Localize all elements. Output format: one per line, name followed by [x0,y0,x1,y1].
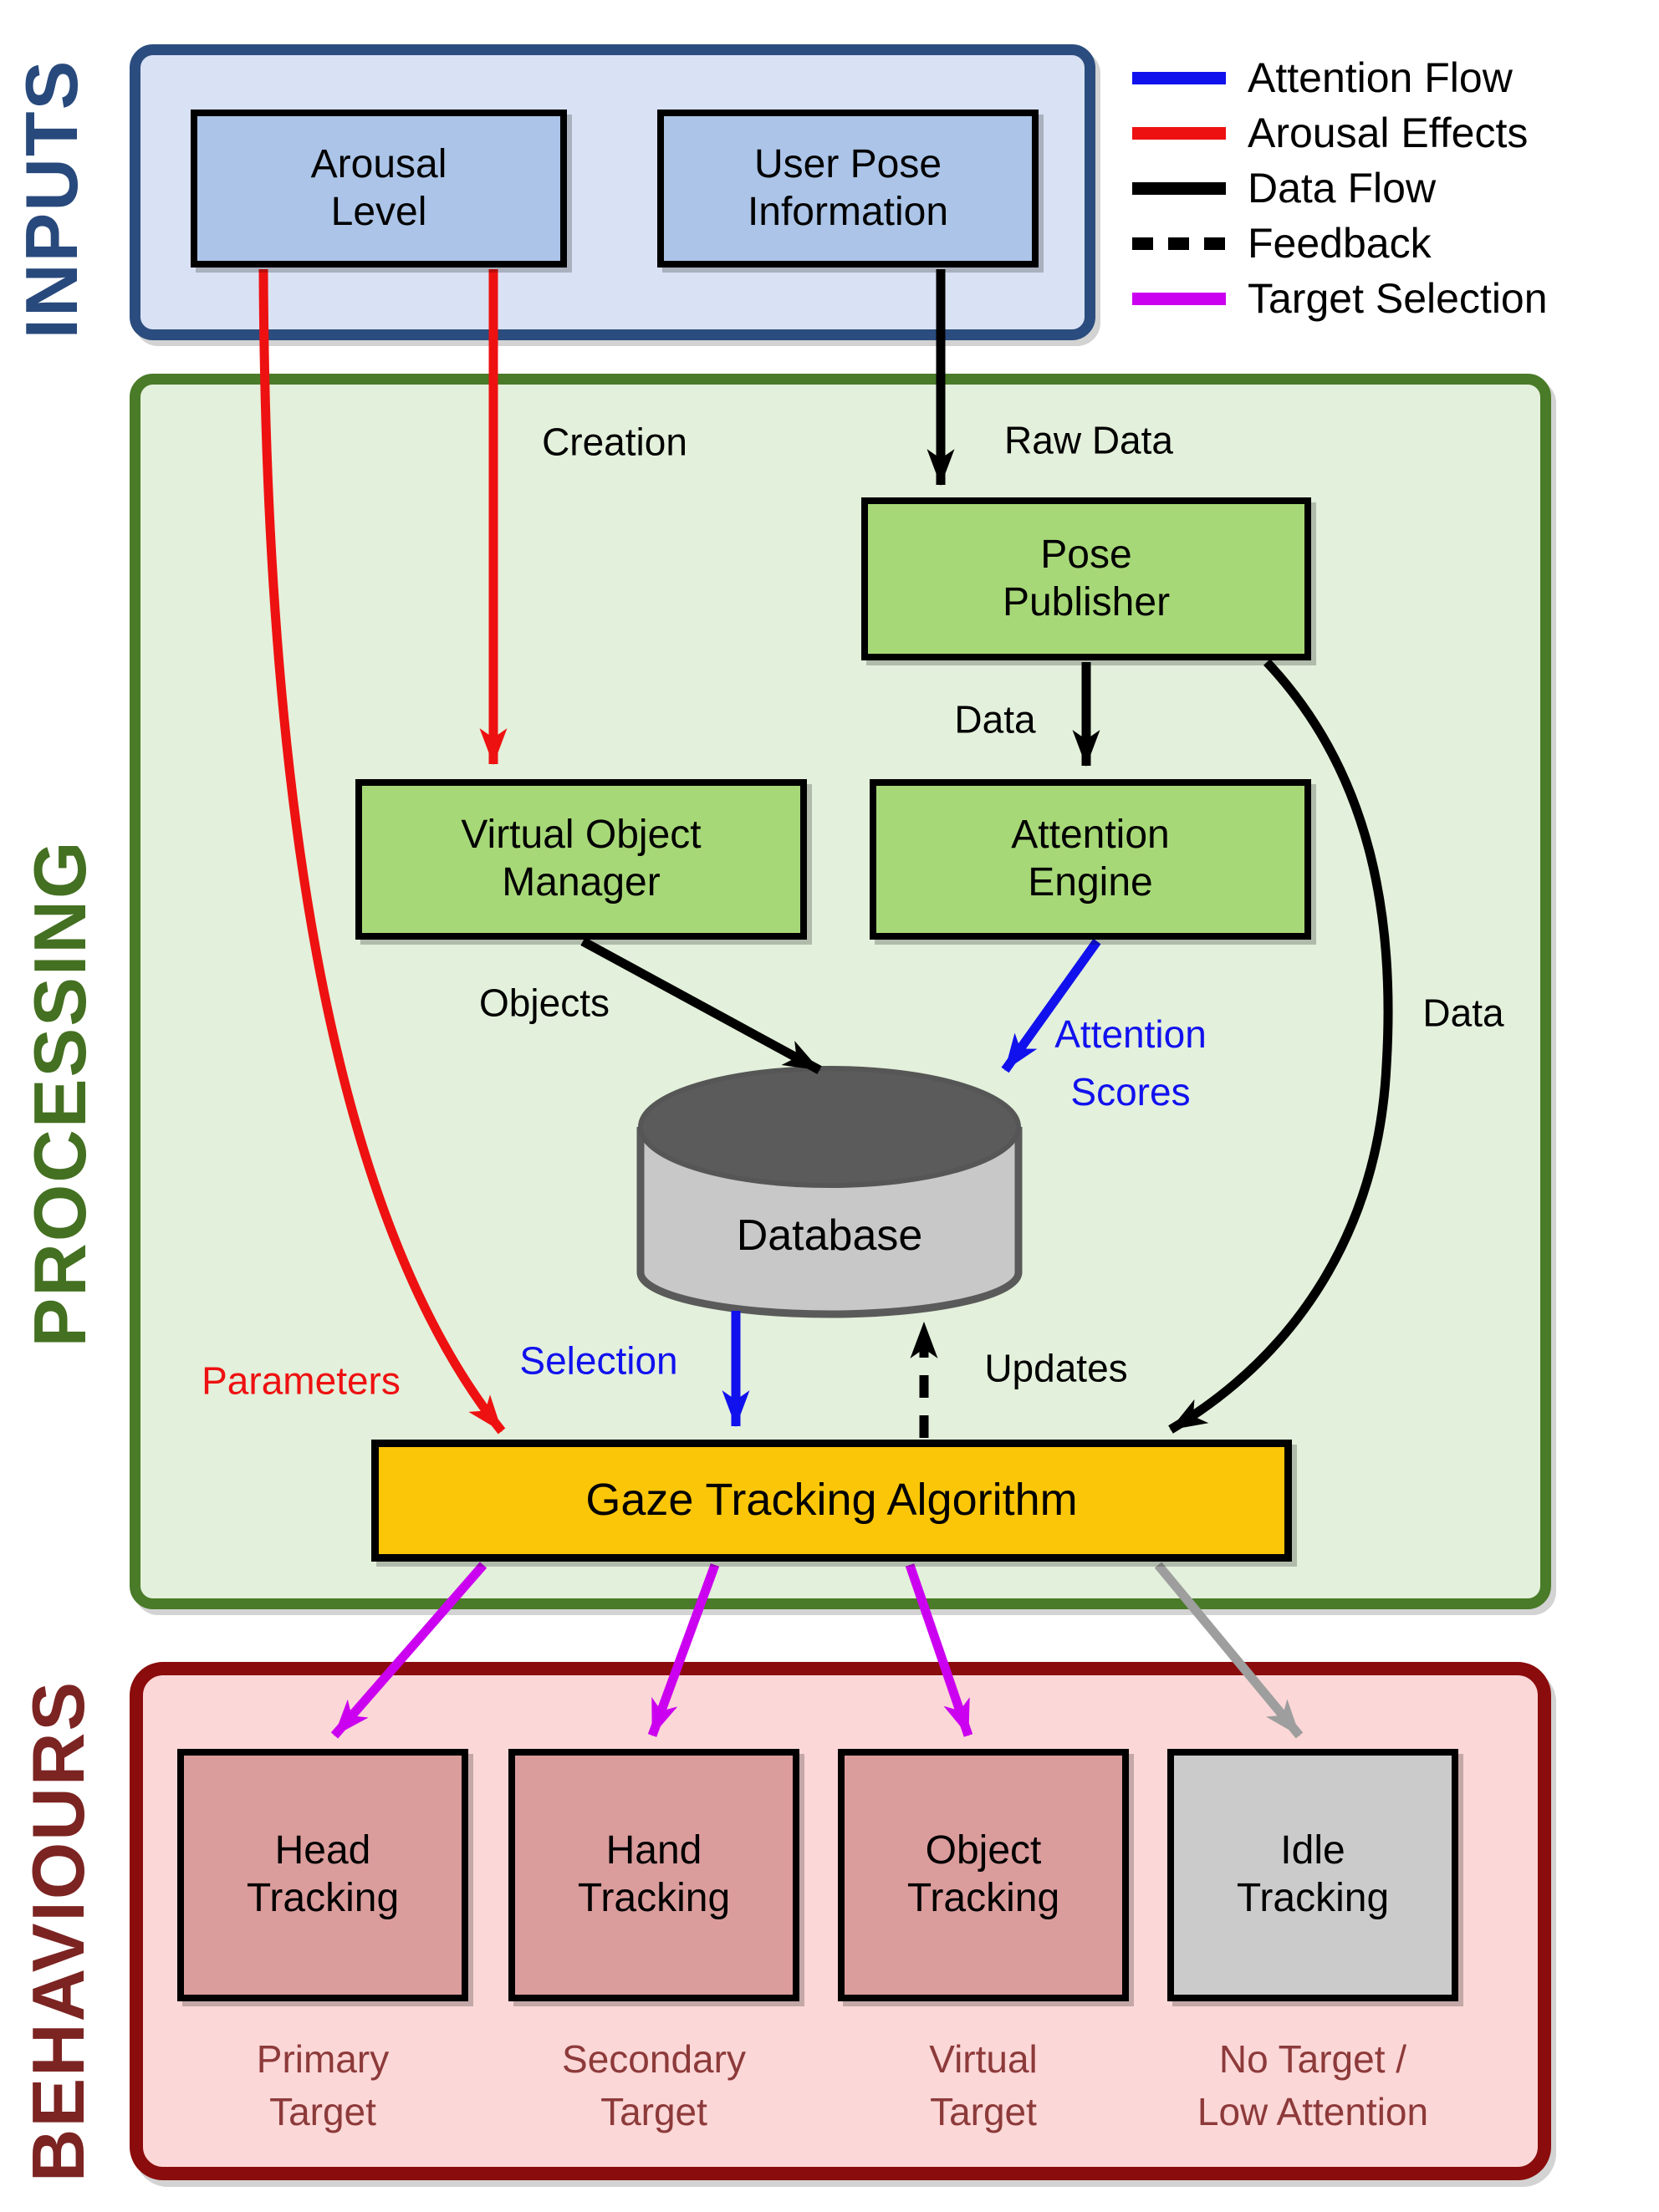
user-pose-box: User Pose Information [657,110,1039,268]
feedback-dashed-line-icon [1132,237,1226,250]
attention-flow-line-icon [1132,71,1226,84]
legend-label: Feedback [1248,220,1432,267]
hand-tracking-box: Hand Tracking [508,1749,799,2001]
legend-row-target-selection: Target Selection [1132,271,1548,326]
data-flow-line-icon [1132,181,1226,195]
gaze-tracking-algorithm-box: Gaze Tracking Algorithm [371,1440,1292,1562]
head-tracking-caption: Primary Target [256,2037,390,2134]
database-label: Database [736,1211,923,1260]
parameters-label: Parameters [202,1358,401,1403]
processing-title: PROCESSING [18,839,101,1348]
arousal-effects-line-icon [1132,126,1226,140]
legend-label: Data Flow [1248,165,1437,212]
head-tracking-box: Head Tracking [177,1749,468,2001]
updates-label: Updates [984,1346,1128,1390]
data-label-pose: Data [954,697,1036,742]
legend-label: Target Selection [1248,275,1548,322]
inputs-title: INPUTS [10,59,93,339]
processing-panel [130,374,1551,1609]
hand-tracking-caption: Secondary Target [562,2037,746,2134]
arousal-level-box: Arousal Level [191,110,567,268]
target-selection-line-icon [1132,292,1226,305]
data-label-curve: Data [1422,991,1504,1035]
legend-row-feedback: Feedback [1132,216,1548,271]
creation-label: Creation [542,420,687,464]
legend-row-data-flow: Data Flow [1132,161,1548,216]
behaviours-title: BEHAVIOURS [17,1679,100,2183]
pose-publisher-box: Pose Publisher [861,497,1311,660]
idle-tracking-box: Idle Tracking [1167,1749,1458,2001]
attention-scores-label: Attention Scores [1054,1012,1207,1114]
raw-data-label: Raw Data [1004,418,1173,462]
selection-label: Selection [519,1338,678,1383]
attention-engine-box: Attention Engine [870,779,1311,940]
legend: Attention Flow Arousal Effects Data Flow… [1132,50,1548,326]
virtual-object-manager-box: Virtual Object Manager [355,779,807,940]
legend-row-attention-flow: Attention Flow [1132,50,1548,105]
legend-label: Attention Flow [1248,54,1513,101]
legend-label: Arousal Effects [1248,110,1529,156]
object-tracking-box: Object Tracking [838,1749,1129,2001]
legend-row-arousal-effects: Arousal Effects [1132,105,1548,161]
objects-label: Objects [479,981,610,1025]
idle-tracking-caption: No Target / Low Attention [1197,2037,1429,2134]
object-tracking-caption: Virtual Target [929,2037,1038,2134]
